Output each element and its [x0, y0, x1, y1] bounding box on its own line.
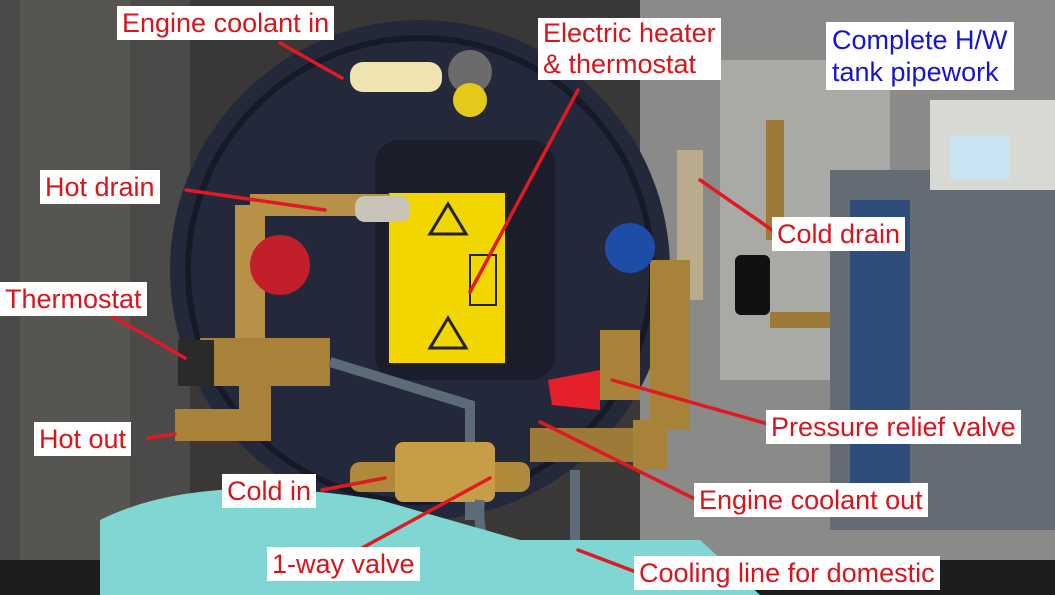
label-engine-coolant-out: Engine coolant out	[694, 483, 928, 517]
arrow-one-way-valve	[360, 476, 492, 550]
diagram-title-line2: tank pipework	[832, 57, 999, 87]
label-hot-drain: Hot drain	[40, 170, 160, 204]
arrow-hot-drain	[184, 188, 327, 212]
arrow-engine-coolant-out	[538, 420, 699, 502]
arrow-cold-drain	[698, 178, 777, 234]
arrow-pressure-relief	[610, 378, 770, 426]
label-cooling-line: Cooling line for domestic	[634, 556, 940, 590]
label-one-way-valve: 1-way valve	[267, 547, 420, 581]
label-hot-out: Hot out	[34, 422, 132, 456]
label-cold-in: Cold in	[222, 474, 317, 508]
arrow-engine-coolant-in	[278, 41, 344, 80]
diagram-title: Complete H/W tank pipework	[826, 22, 1014, 90]
label-pressure-relief-valve: Pressure relief valve	[766, 410, 1021, 444]
arrow-hot-out	[146, 432, 177, 440]
arrow-cold-in	[320, 476, 387, 492]
arrow-electric-heater	[468, 88, 580, 294]
label-electric-heater-line1: Electric heater	[543, 18, 716, 48]
arrow-cooling-line	[576, 548, 638, 574]
label-electric-heater: Electric heater & thermostat	[538, 18, 721, 80]
label-electric-heater-line2: & thermostat	[543, 49, 697, 79]
arrow-thermostat	[103, 310, 187, 360]
label-cold-drain: Cold drain	[772, 217, 906, 251]
label-engine-coolant-in: Engine coolant in	[117, 6, 335, 40]
label-thermostat: Thermostat	[0, 282, 147, 316]
diagram-title-line1: Complete H/W	[832, 25, 1008, 55]
